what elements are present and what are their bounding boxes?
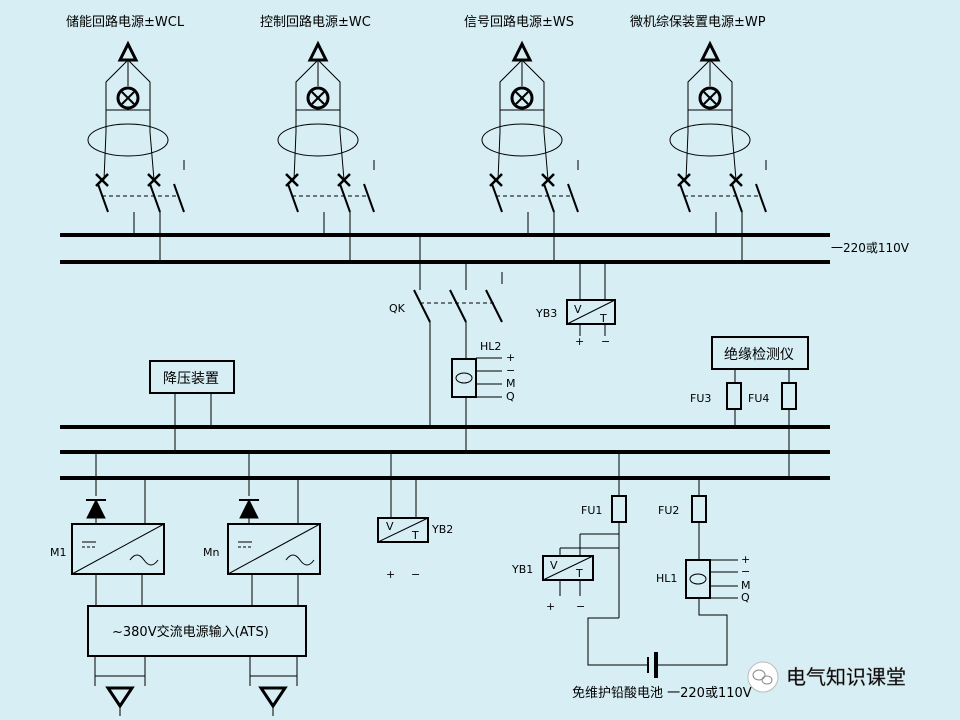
current-transformer-ellipse-icon	[87, 123, 169, 157]
hl2-q: Q	[506, 390, 515, 403]
triangle-terminal-icon	[258, 686, 288, 709]
hl1-q: Q	[741, 591, 750, 604]
ac-input-label: ~380V交流电源输入(ATS)	[112, 624, 269, 640]
yb2-meter	[377, 452, 429, 543]
feeder-wp	[669, 40, 767, 262]
feeder-wcl	[87, 40, 185, 262]
battery-label: 免维护铅酸电池 ⼀220或110V	[572, 686, 752, 701]
insulation-monitor-label: 绝缘检测仪	[724, 347, 794, 363]
ac-input-box	[87, 605, 307, 686]
label-fu1: FU1	[581, 504, 602, 517]
step-down-label: 降压装置	[163, 371, 219, 387]
yb3-plus: +	[575, 335, 584, 348]
current-transformer-ellipse-icon	[481, 123, 563, 157]
qk-switch	[413, 235, 503, 427]
insulation-monitor	[711, 336, 809, 478]
title-ws: 信号回路电源±WS	[464, 14, 574, 30]
yb2-t: T	[411, 529, 419, 542]
rectifier-icon	[71, 523, 165, 575]
title-wcl: 储能回路电源±WCL	[66, 14, 185, 30]
title-wc: 控制回路电源±WC	[260, 14, 371, 30]
label-yb3: YB3	[535, 307, 557, 320]
yb3-v: V	[574, 303, 582, 316]
wechat-icon	[747, 661, 779, 693]
step-down-device	[149, 360, 235, 452]
lamp-circle-icon	[116, 86, 140, 110]
triangle-terminal-icon	[307, 40, 329, 62]
triangle-terminal-icon	[699, 40, 721, 62]
hl1-plus: +	[741, 553, 750, 566]
battery-icon	[647, 652, 658, 678]
hl1-m: M	[741, 579, 751, 592]
lamp-circle-icon	[510, 86, 534, 110]
label-mn: Mn	[203, 546, 219, 559]
hl1-minus: −	[741, 565, 750, 578]
yb1-minus: −	[576, 600, 585, 613]
rectifier-mn	[227, 452, 321, 606]
diode-icon	[239, 498, 259, 524]
title-wp: 微机综保装置电源±WP	[630, 15, 766, 30]
label-fu3: FU3	[690, 392, 711, 405]
diode-icon	[86, 498, 106, 524]
label-m1: M1	[50, 546, 67, 559]
label-yb1: YB1	[511, 563, 533, 576]
hl2-m: M	[506, 377, 516, 390]
triangle-terminal-icon	[511, 40, 533, 62]
label-hl1: HL1	[656, 572, 677, 585]
feeder-ws	[481, 40, 579, 262]
triangle-terminal-icon	[105, 686, 135, 709]
yb1-plus: +	[546, 600, 555, 613]
lamp-circle-icon	[698, 86, 722, 110]
battery-circuit	[542, 452, 738, 666]
bus-voltage-label: ⼀220或110V	[831, 241, 910, 255]
watermark-text: 电气知识课堂	[786, 665, 906, 689]
hl2-minus: −	[506, 364, 515, 377]
yb3-meter	[566, 262, 616, 336]
hl2-plus: +	[506, 351, 515, 364]
yb3-minus: −	[601, 335, 610, 348]
hl2-signal-unit	[451, 357, 502, 452]
watermark: 电气知识课堂	[747, 661, 906, 693]
yb1-v: V	[550, 559, 558, 572]
label-qk: QK	[389, 302, 406, 315]
current-transformer-ellipse-icon	[669, 123, 751, 157]
yb2-minus: −	[411, 568, 420, 581]
yb2-v: V	[386, 520, 394, 533]
label-fu4: FU4	[748, 392, 769, 405]
rectifier-icon	[227, 523, 321, 575]
triangle-terminal-icon	[117, 40, 139, 62]
yb2-plus: +	[386, 568, 395, 581]
lamp-circle-icon	[306, 86, 330, 110]
label-fu2: FU2	[658, 504, 679, 517]
yb1-t: T	[575, 567, 583, 580]
label-yb2: YB2	[431, 523, 453, 536]
feeder-wc	[277, 40, 375, 262]
yb3-t: T	[599, 312, 607, 325]
label-hl2: HL2	[480, 340, 501, 353]
current-transformer-ellipse-icon	[277, 123, 359, 157]
rectifier-m1	[71, 452, 165, 606]
